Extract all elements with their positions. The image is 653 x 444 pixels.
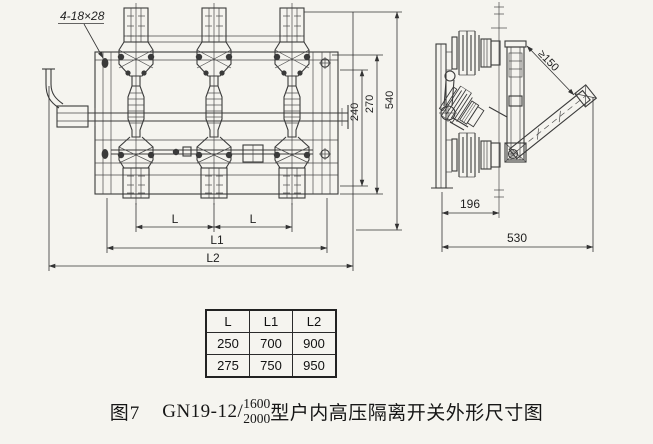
- frame-bolt: [319, 57, 331, 69]
- dim-196-label: 196: [460, 197, 480, 211]
- dim-240-label: 240: [349, 103, 361, 121]
- dim-270-label: 270: [364, 95, 376, 113]
- frame-bolt: [319, 148, 331, 160]
- hole-callout-label: 4-18×28: [60, 9, 105, 23]
- hole-callout: 4-18×28: [58, 9, 105, 59]
- figure-caption: 图7 GN19-12/ 1600 2000 型户内高压隔离开关外形尺寸图: [0, 396, 653, 426]
- dim-540-label: 540: [384, 91, 396, 109]
- dim-L1-label: L1: [210, 233, 224, 247]
- table-header-row: L L1 L2: [205, 309, 337, 333]
- caption-suffix: 型户内高压隔离开关外形尺寸图: [270, 403, 544, 425]
- dimension-table: L L1 L2 250 700 900 275 750 950: [205, 309, 337, 378]
- outline-drawing: 4-18×28 240 270 540 L L L1 L2: [42, 2, 598, 271]
- table-row: 250 700 900: [205, 332, 337, 355]
- table-header-cell: L2: [292, 309, 337, 333]
- dim-L2-label: L2: [206, 251, 220, 265]
- pole-middle: [195, 2, 233, 206]
- table-header-cell: L: [205, 309, 250, 333]
- support-plate: [431, 43, 453, 189]
- rating-bottom: 2000: [243, 410, 271, 426]
- pole-right: [273, 2, 311, 206]
- table-cell: 250: [205, 332, 250, 355]
- dim-530-label: 530: [507, 231, 527, 245]
- lower-insulator: [451, 132, 501, 178]
- dim-L-left-label: L: [172, 212, 179, 226]
- oblong-hole: [101, 58, 109, 68]
- upper-insulator: [451, 30, 501, 76]
- arm-pivot: [507, 148, 519, 160]
- table-row: 275 750 950: [205, 354, 337, 378]
- pole-left: [117, 2, 155, 206]
- linkage-block: [182, 146, 192, 157]
- side-view: [431, 2, 598, 218]
- dim-gap-label: ≥150: [535, 48, 561, 74]
- caption-text: GN19-12/ 1600 2000 型户内高压隔离开关外形尺寸图: [162, 396, 544, 426]
- model-designation: GN19-12/: [162, 400, 244, 422]
- rating-top: 1600: [243, 396, 271, 411]
- table-header-cell: L1: [249, 309, 293, 333]
- front-dimensions: 240 270 540 L L L1 L2: [48, 11, 402, 271]
- linkage-crank: [439, 70, 469, 131]
- oblong-hole: [101, 149, 109, 159]
- drive-shaft: [88, 105, 349, 129]
- figure-number: 图7: [109, 403, 141, 425]
- switch-blade: [504, 40, 527, 163]
- table-cell: 275: [205, 354, 250, 378]
- table-cell: 700: [249, 332, 293, 355]
- front-view: [42, 2, 349, 206]
- middle-insulator: [436, 82, 489, 134]
- insulator-stud: [488, 106, 508, 118]
- pole-centerline: [491, 2, 507, 218]
- dim-L-right-label: L: [250, 212, 257, 226]
- current-rating-fraction: 1600 2000: [243, 396, 271, 426]
- table-cell: 950: [292, 354, 337, 378]
- mounting-frame: [94, 35, 339, 195]
- linkage-pin: [172, 148, 180, 156]
- table-cell: 750: [249, 354, 293, 378]
- operating-lever: [42, 68, 89, 128]
- table-cell: 900: [292, 332, 337, 355]
